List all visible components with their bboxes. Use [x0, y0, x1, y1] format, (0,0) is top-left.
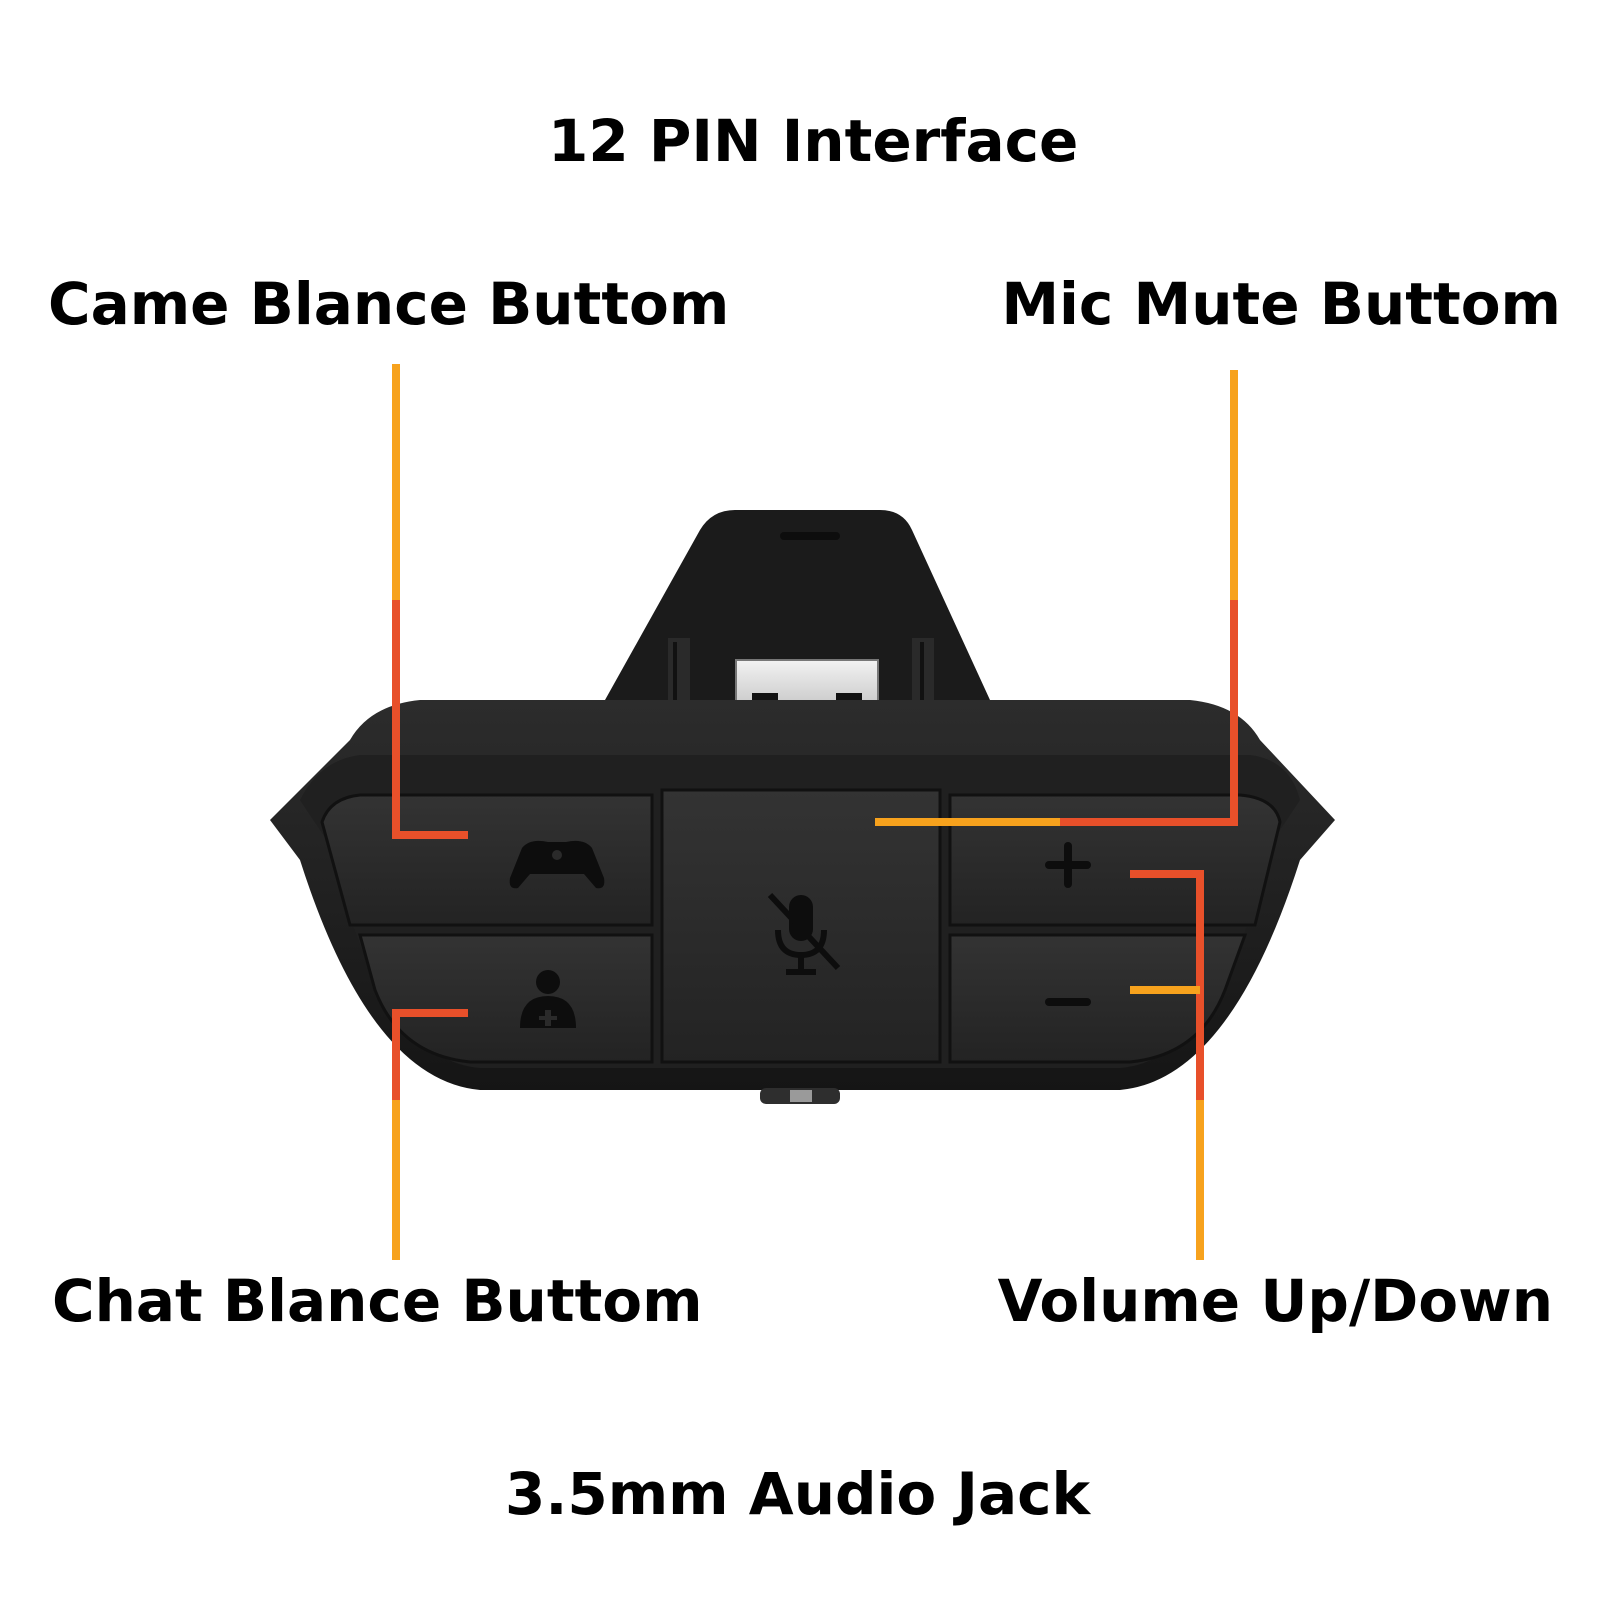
chat-balance-label: Chat Blance Buttom: [52, 1267, 703, 1335]
chat-balance-button[interactable]: [358, 933, 654, 1064]
volume-down-button[interactable]: [948, 933, 1248, 1064]
audio-jack-label: 3.5mm Audio Jack: [505, 1460, 1091, 1528]
controller-icon: [509, 840, 605, 889]
chat-person-icon: [520, 970, 576, 1028]
audio-jack: [760, 1088, 840, 1104]
leader-lines: [392, 192, 1238, 1458]
game-balance-button[interactable]: [320, 793, 654, 927]
game-balance-label: Came Blance Buttom: [48, 270, 730, 338]
mic-mute-icon: [767, 892, 841, 975]
volume-label: Volume Up/Down: [997, 1267, 1553, 1335]
plus-icon: [1045, 842, 1091, 888]
pin-interface-label: 12 PIN Interface: [548, 107, 1079, 175]
mic-mute-label: Mic Mute Buttom: [1001, 270, 1561, 338]
